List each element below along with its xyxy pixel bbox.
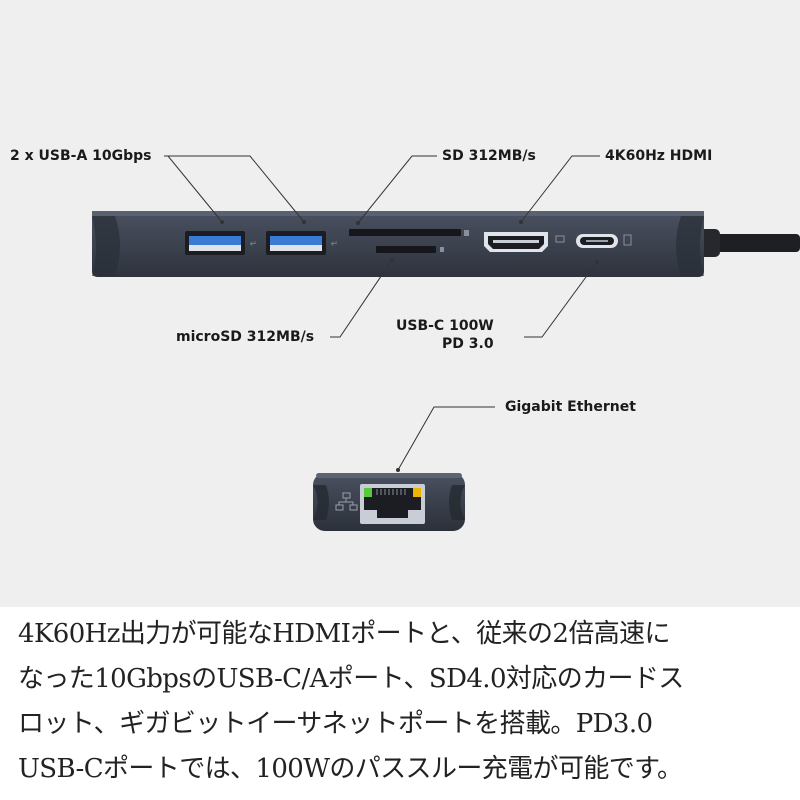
leader-line-hdmi [520, 155, 600, 223]
description-line: ロット、ギガビットイーサネットポートを搭載。PD3.0 [18, 709, 653, 739]
usb-symbol-icon: ⭁ [250, 239, 257, 248]
usb-a-port-2 [266, 231, 326, 255]
sd-card-slot [349, 229, 469, 236]
leader-endpoints [220, 220, 599, 472]
usb-c-port [576, 234, 618, 248]
leader-line-ethernet [397, 406, 495, 471]
label-microsd: microSD 312MB/s [176, 329, 315, 345]
label-usb-c-line2: PD 3.0 [442, 336, 494, 352]
activity-led-yellow [413, 488, 421, 497]
hub-cable [690, 229, 800, 257]
usb-hub-body [92, 211, 704, 277]
product-description: 4K60Hz出力が可能なHDMIポートと、従来の2倍高速に なった10Gbpsの… [18, 612, 788, 792]
hdmi-port [484, 232, 548, 252]
leader-line-sd [357, 155, 437, 224]
description-line: USB-Cポートでは、100Wのパススルー充電が可能です。 [18, 754, 683, 784]
leader-line-usb-a-2 [164, 155, 305, 223]
leader-line-usb-a-1 [164, 155, 223, 223]
label-sd: SD 312MB/s [442, 148, 536, 164]
label-usb-a: 2 x USB-A 10Gbps [10, 148, 152, 164]
usb-symbol-icon: ⭁ [331, 239, 338, 248]
microsd-card-slot [376, 246, 444, 253]
label-usb-c-line1: USB-C 100W [396, 318, 494, 334]
hub-illustration: ⭁ ⭁ [92, 155, 800, 531]
display-icon [555, 235, 565, 243]
ethernet-port [360, 484, 425, 524]
link-led-green [364, 488, 372, 497]
power-icon [623, 234, 632, 246]
usb-a-port-1 [185, 231, 245, 255]
description-line: 4K60Hz出力が可能なHDMIポートと、従来の2倍高速に [18, 619, 671, 649]
leader-line-microsd [330, 259, 393, 338]
leader-line-usb-c [524, 261, 598, 338]
description-line: なった10GbpsのUSB-C/Aポート、SD4.0対応のカードス [18, 664, 684, 694]
network-icon [335, 492, 358, 511]
product-diagram-area: ⭁ ⭁ [0, 0, 800, 607]
leader-lines [164, 155, 600, 471]
label-hdmi: 4K60Hz HDMI [605, 148, 713, 164]
label-ethernet: Gigabit Ethernet [505, 399, 636, 415]
